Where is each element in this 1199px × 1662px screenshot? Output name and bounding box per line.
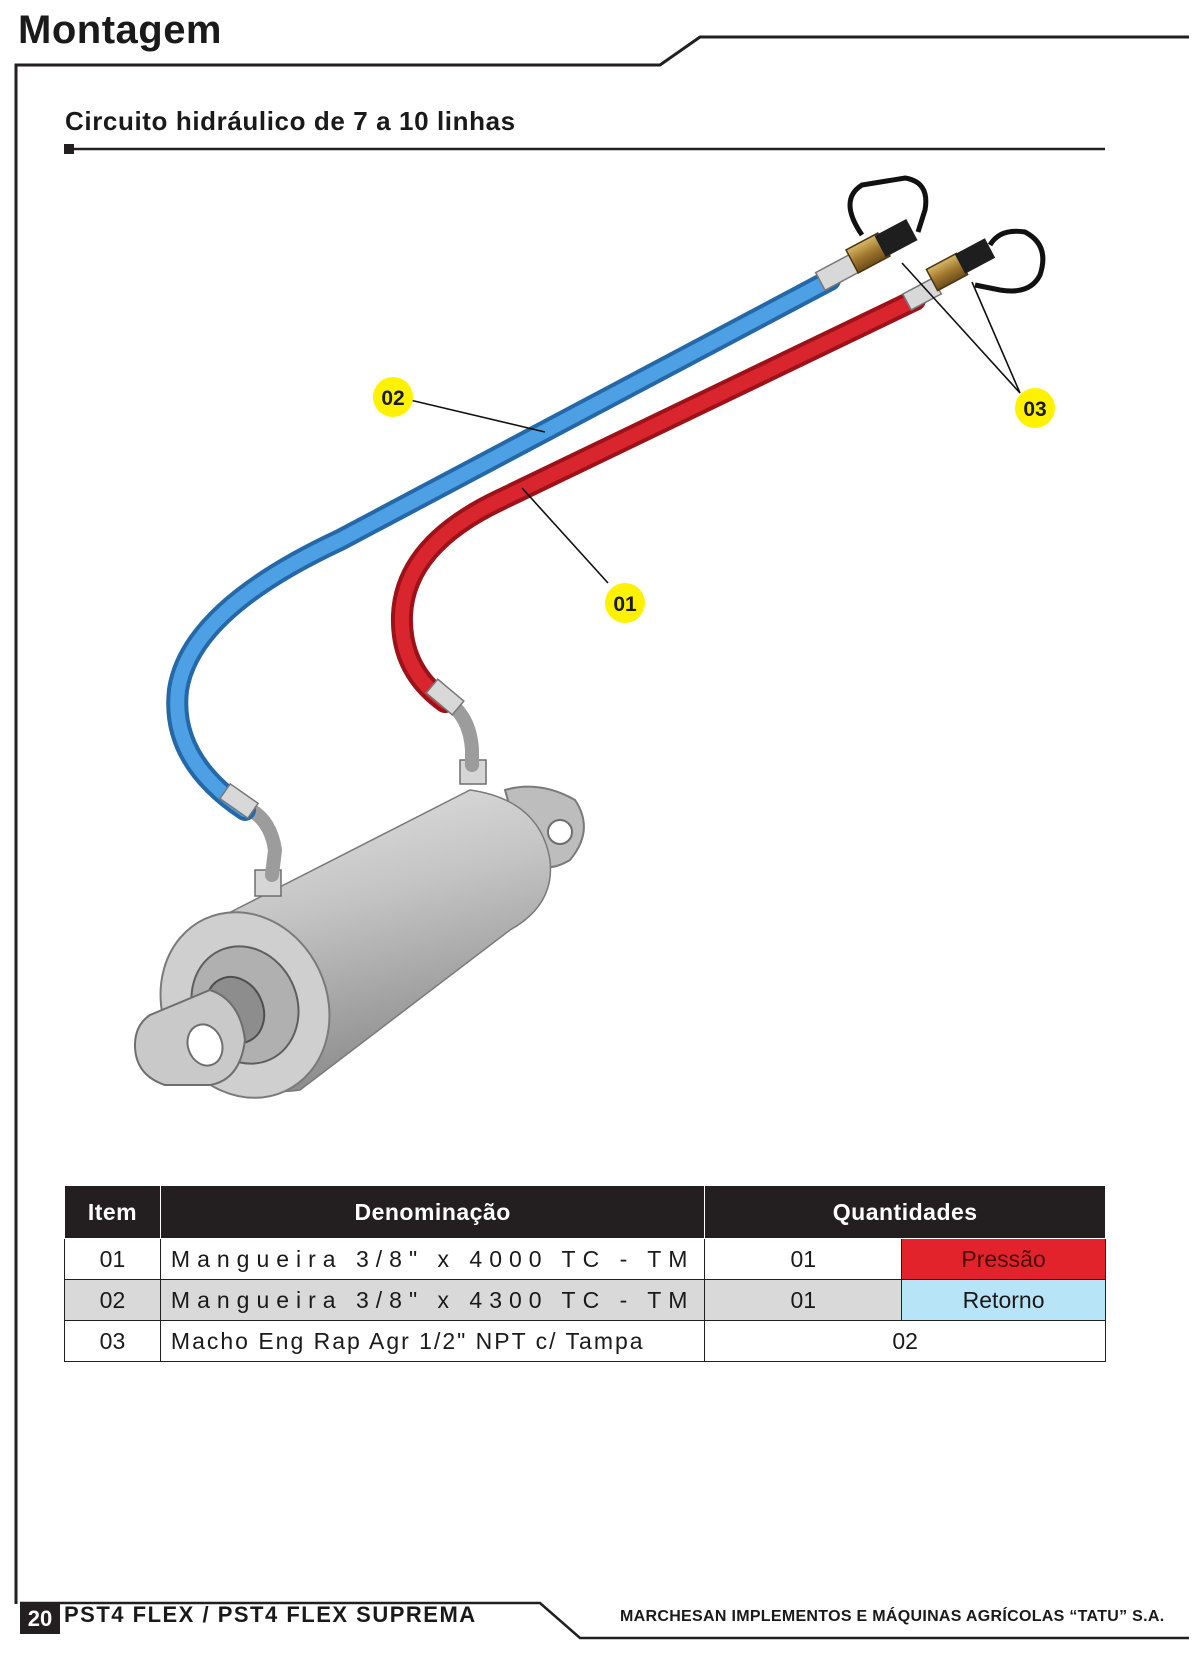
svg-text:02: 02: [381, 387, 404, 410]
svg-text:01: 01: [613, 593, 637, 616]
cell-description: Mangueira 3/8" x 4000 TC - TM: [159, 1238, 706, 1280]
hydraulic-circuit-illustration: 02 03 01: [133, 175, 1055, 1099]
table-row: 01 Mangueira 3/8" x 4000 TC - TM 01 Pres…: [64, 1238, 1106, 1280]
footer-model: PST4 FLEX / PST4 FLEX SUPREMA: [64, 1602, 477, 1627]
section-title: Circuito hidráulico de 7 a 10 linhas: [65, 106, 516, 136]
callout-01: 01: [605, 583, 645, 623]
svg-text:03: 03: [1023, 398, 1046, 421]
cell-quantity: 02: [704, 1320, 1106, 1362]
table-row: 03 Macho Eng Rap Agr 1/2" NPT c/ Tampa 0…: [64, 1320, 1106, 1362]
cell-quantity: 01: [704, 1279, 903, 1321]
cell-line-type-pressure: Pressão: [901, 1238, 1106, 1280]
cell-item: 03: [64, 1320, 161, 1362]
cell-description: Macho Eng Rap Agr 1/2" NPT c/ Tampa: [159, 1320, 706, 1362]
callout-02: 02: [373, 377, 413, 417]
table-row: 02 Mangueira 3/8" x 4300 TC - TM 01 Reto…: [64, 1279, 1106, 1321]
cell-item: 01: [64, 1238, 161, 1280]
hydraulic-cylinder: [133, 759, 585, 1099]
page-number: 20: [20, 1604, 60, 1634]
callout-03: 03: [1015, 388, 1055, 428]
page-title: Montagem: [18, 8, 222, 52]
cell-item: 02: [64, 1279, 161, 1321]
parts-table: Item Denominação Quantidades 01 Mangueir…: [64, 1185, 1106, 1362]
header-quantity: Quantidades: [704, 1185, 1106, 1239]
leader-lines: [409, 262, 1021, 584]
cell-quantity: 01: [704, 1238, 903, 1280]
return-hose: [166, 269, 841, 821]
cell-line-type-return: Retorno: [901, 1279, 1106, 1321]
cell-description: Mangueira 3/8" x 4300 TC - TM: [159, 1279, 706, 1321]
footer-company: MARCHESAN IMPLEMENTOS E MÁQUINAS AGRÍCOL…: [620, 1608, 1165, 1625]
table-header-row: Item Denominação Quantidades: [64, 1185, 1106, 1239]
header-item: Item: [64, 1185, 161, 1239]
header-description: Denominação: [159, 1185, 706, 1239]
quick-coupler-male: [844, 175, 1046, 294]
